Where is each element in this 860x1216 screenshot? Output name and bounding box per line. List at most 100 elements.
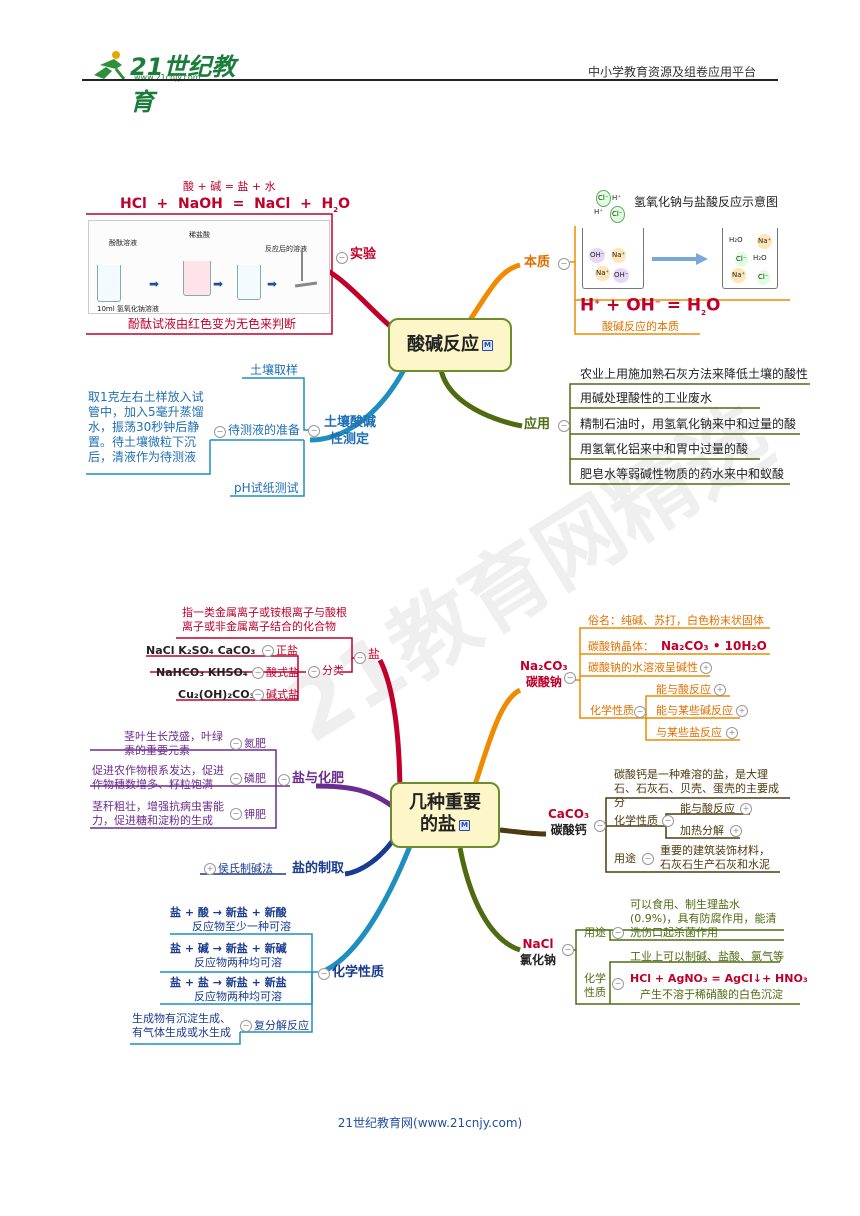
chem-cond: 反应物两种均可溶: [194, 990, 282, 1003]
normal-salt-label: 正盐: [276, 644, 298, 657]
label-naoh: 10ml 氢氧化钠溶液: [97, 305, 159, 313]
expand-icon[interactable]: +: [700, 662, 712, 674]
collapse-icon[interactable]: −: [252, 689, 264, 701]
collapse-icon[interactable]: −: [230, 738, 242, 750]
application-item: 精制石油时，用氢氧化钠来中和过量的酸: [580, 417, 797, 431]
map2-center-label: 的盐: [420, 814, 457, 835]
collapse-icon[interactable]: −: [642, 853, 654, 865]
expand-icon[interactable]: +: [730, 825, 742, 837]
platform-title: 中小学教育资源及组卷应用平台: [588, 65, 757, 79]
collapse-icon[interactable]: −: [230, 808, 242, 820]
expand-icon[interactable]: +: [714, 684, 726, 696]
collapse-icon[interactable]: −: [318, 968, 330, 980]
collapse-icon[interactable]: −: [240, 1020, 252, 1032]
acid-salt-label: 酸式盐: [266, 666, 299, 679]
basic-salt-label: 碱式盐: [266, 688, 299, 701]
branch-fertilizer[interactable]: 盐与化肥: [292, 771, 345, 786]
label-phenolphthalein: 酚酞溶液: [109, 239, 137, 247]
branch-prep[interactable]: 盐的制取: [292, 861, 345, 876]
nacl-use: 可以食用、制生理盐水(0.9%)，具有防腐作用，能清洗伤口起杀菌作用: [630, 898, 777, 939]
collapse-icon[interactable]: −: [558, 420, 570, 432]
collapse-icon[interactable]: −: [262, 645, 274, 657]
collapse-icon[interactable]: −: [308, 666, 320, 678]
chem-cond: 反应物两种均可溶: [194, 956, 282, 969]
footer-text: 21世纪教育网(www.21cnjy.com): [337, 1116, 523, 1130]
na2co3-alkaline: 碳酸钠的水溶液呈碱性: [588, 661, 698, 674]
arrow-icon: ➡: [149, 277, 160, 291]
expand-icon[interactable]: +: [204, 863, 216, 875]
normal-salt-examples: NaCl K₂SO₄ CaCO₃: [146, 644, 256, 657]
collapse-icon[interactable]: −: [612, 927, 624, 939]
collapse-icon[interactable]: −: [214, 426, 226, 438]
fertilizer-name: 氮肥: [244, 737, 266, 750]
fertilizer-desc: 茎叶生长茂盛，叶绿素的重要元素: [124, 730, 223, 757]
header-rule: [82, 79, 778, 81]
expand-icon[interactable]: +: [736, 705, 748, 717]
map-icon: M: [482, 339, 493, 351]
beaker-clear: [237, 265, 261, 300]
prep-item: 侯氏制碱法: [218, 862, 273, 875]
map1-center-label: 酸碱反应: [407, 334, 480, 355]
arrow-icon: ➡: [213, 277, 224, 291]
application-item: 肥皂水等弱碱性物质的药水来中和蚁酸: [580, 467, 785, 481]
branch-chem[interactable]: 化学性质: [332, 965, 385, 980]
collapse-icon[interactable]: −: [336, 252, 348, 264]
branch-essence[interactable]: 本质: [524, 255, 551, 270]
test-slide: [294, 281, 318, 288]
collapse-icon[interactable]: −: [354, 652, 366, 664]
collapse-icon[interactable]: −: [662, 815, 674, 827]
map-icon: M: [459, 819, 470, 831]
acid-salt-examples: NaHCO₃ KHSO₄: [156, 666, 248, 679]
beaker-pink: [183, 261, 211, 296]
beaker-before: OH⁻ Na⁺ Na⁺ OH⁻: [582, 228, 644, 289]
branch-application[interactable]: 应用: [524, 417, 551, 432]
site-logo: 21世纪教育 www.21cnjy.com: [86, 45, 246, 116]
double-decomp-desc: 生成物有沉淀生成、有气体生成或水生成: [132, 1012, 231, 1039]
fertilizer-name: 钾肥: [244, 808, 266, 821]
salt-classify: 分类: [322, 664, 344, 677]
beaker-naoh: [97, 265, 121, 302]
branch-soil[interactable]: 土壤酸碱性测定: [324, 415, 377, 447]
branch-salt[interactable]: 盐: [368, 647, 381, 661]
chem-cond: 反应物至少一种可溶: [192, 920, 291, 933]
nacl-chem-label: 化学性质: [584, 972, 606, 999]
experiment-note: 酚酞试液由红色变为无色来判断: [128, 317, 297, 331]
salt-definition: 指一类金属离子或铵根离子与酸根离子或非金属离子结合的化合物: [182, 606, 347, 633]
expand-icon[interactable]: +: [726, 727, 738, 739]
collapse-icon[interactable]: −: [308, 425, 320, 437]
collapse-icon[interactable]: −: [252, 667, 264, 679]
collapse-icon[interactable]: −: [558, 258, 570, 270]
caco3-chem-item: 加热分解: [680, 824, 724, 837]
arrow-right-icon: [652, 250, 708, 265]
collapse-icon[interactable]: −: [562, 944, 574, 956]
collapse-icon[interactable]: −: [564, 672, 576, 684]
collapse-icon[interactable]: −: [612, 978, 624, 990]
logo-url: www.21cnjy.com: [134, 73, 201, 82]
na2co3-chem-item: 能与酸反应: [656, 683, 711, 696]
collapse-icon[interactable]: −: [278, 774, 290, 786]
collapse-icon[interactable]: −: [230, 773, 242, 785]
soil-detail: 取1克左右土样放入试管中，加入5毫升蒸馏水，振荡30秒钟后静置。待土壤微粒下沉后…: [88, 390, 204, 464]
experiment-illustration: ➡ ➡ ➡ 酚酞溶液 稀盐酸 反应后的溶液 10ml 氢氧化钠溶液: [88, 220, 330, 314]
collapse-icon[interactable]: −: [634, 706, 646, 718]
nacl-use: 工业上可以制碱、盐酸、氯气等: [630, 950, 784, 963]
fertilizer-desc: 茎秆粗壮，增强抗病虫害能力，促进糖和淀粉的生成: [92, 800, 224, 827]
na2co3-chem-label: 化学性质: [590, 704, 634, 717]
application-item: 用碱处理酸性的工业废水: [580, 391, 713, 405]
branch-experiment[interactable]: 实验: [350, 247, 377, 262]
nacl-reaction: HCl + AgNO₃ = AgCl↓+ HNO₃: [630, 972, 808, 985]
map2-center-label: 几种重要: [409, 792, 481, 813]
nacl-reaction-note: 产生不溶于稀硝酸的白色沉淀: [640, 988, 783, 1001]
expand-icon[interactable]: +: [740, 803, 752, 815]
na2co3-crystal: 碳酸钠晶体： Na₂CO₃ • 10H₂O: [588, 639, 767, 654]
chem-eq: 盐 + 酸 → 新盐 + 新酸: [170, 906, 287, 919]
collapse-icon[interactable]: −: [594, 820, 606, 832]
na2co3-chem-item: 能与某些碱反应: [656, 704, 733, 717]
na2co3-alias: 俗名：纯碱、苏打，白色粉末状固体: [588, 614, 764, 627]
logo-text: 21世纪教育: [130, 53, 236, 116]
